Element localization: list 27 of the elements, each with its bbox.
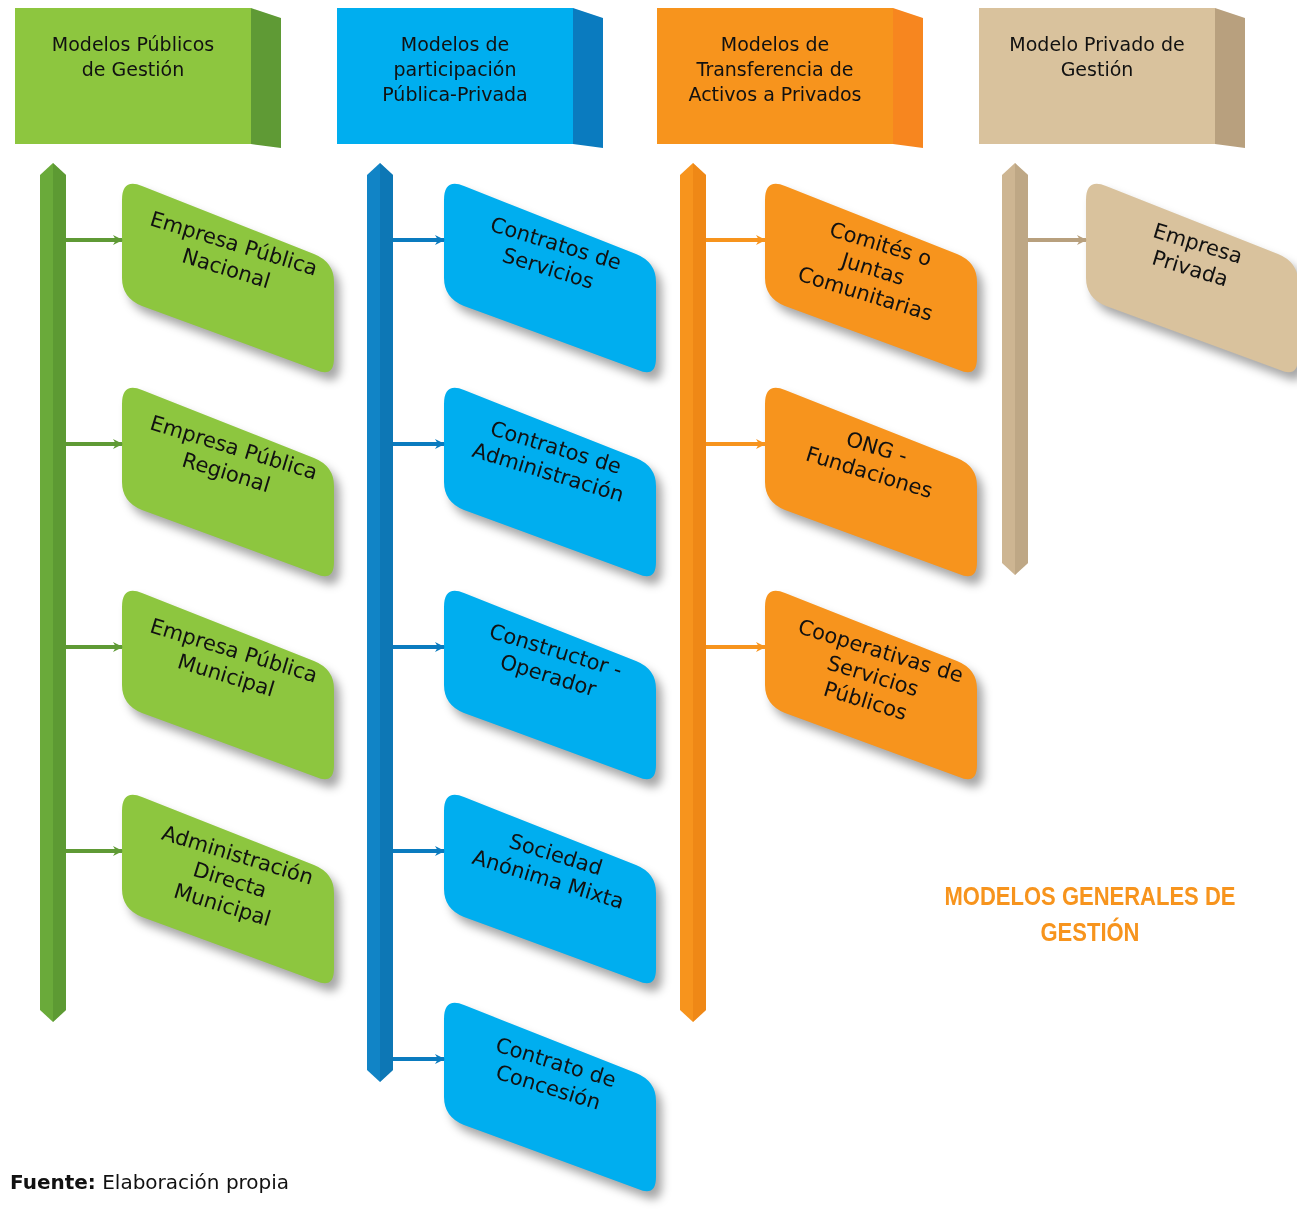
header-text: Modelos de Transferencia de Activos a Privados xyxy=(687,32,863,107)
arrow xyxy=(393,846,445,856)
arrow xyxy=(66,642,123,652)
header-block xyxy=(657,8,923,148)
arrow xyxy=(393,439,445,449)
vertical-bar xyxy=(680,163,706,1022)
header-text: Modelos de participación Pública-Privada xyxy=(381,32,529,107)
header-text: Modelos Públicos de Gestión xyxy=(50,32,216,82)
header-block xyxy=(337,8,603,148)
arrow xyxy=(66,235,123,245)
diagram-title: MODELOS GENERALES DE GESTIÓN xyxy=(943,881,1237,948)
arrow xyxy=(1028,235,1087,245)
header-block xyxy=(979,8,1245,148)
arrow xyxy=(706,235,766,245)
arrow xyxy=(393,1054,445,1064)
vertical-bar xyxy=(367,163,393,1082)
arrow xyxy=(706,439,766,449)
header-text: Modelo Privado de Gestión xyxy=(1008,32,1186,82)
arrow xyxy=(393,235,445,245)
arrow xyxy=(66,846,123,856)
arrow xyxy=(66,439,123,449)
arrow xyxy=(393,642,445,652)
header-block xyxy=(15,8,281,148)
source-caption: Fuente: Elaboración propia xyxy=(10,1170,290,1194)
vertical-bar xyxy=(40,163,66,1022)
vertical-bar xyxy=(1002,163,1028,575)
arrow xyxy=(706,642,766,652)
